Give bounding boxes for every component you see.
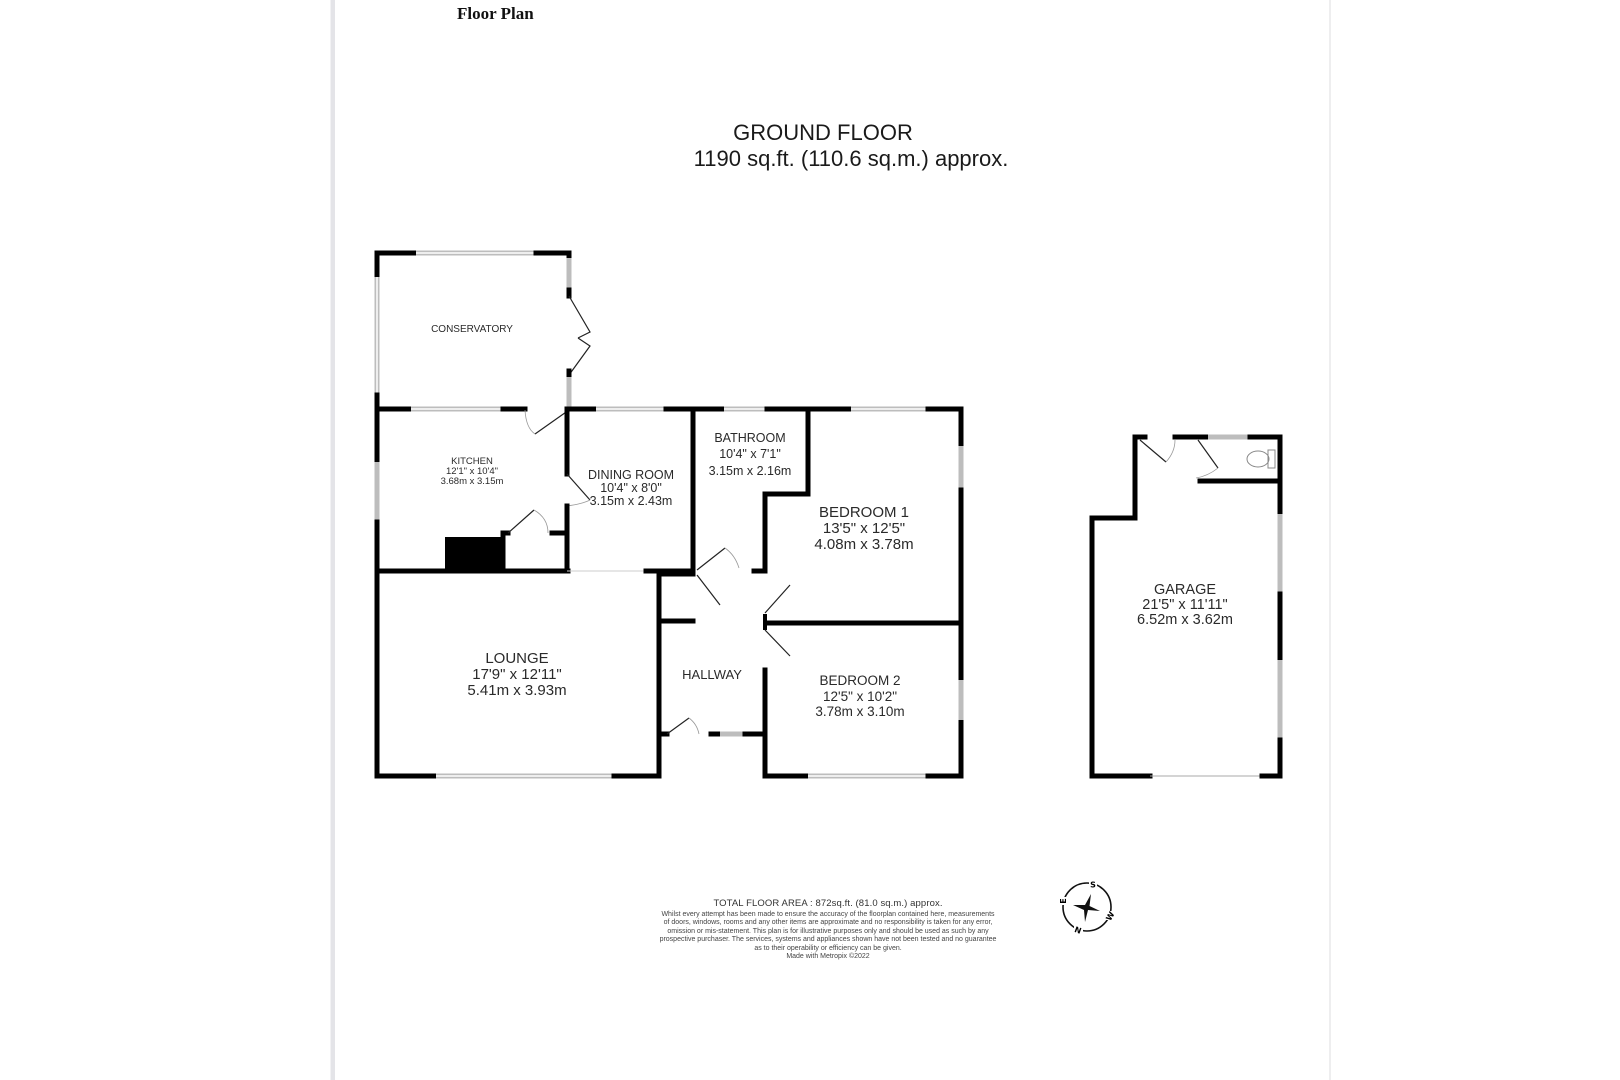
room-name: KITCHEN: [451, 456, 493, 467]
bedroom-2-walls: [762, 680, 964, 779]
disclaimer-line: as to their operability or efficiency ca…: [754, 944, 902, 952]
room-label-bathroom: BATHROOM 10'4" x 7'1" 3.15m x 2.16m: [709, 430, 792, 479]
kitchen-walls: [374, 406, 591, 574]
compass-label-w: W: [1104, 910, 1116, 922]
room-label-dining-room: DINING ROOM 10'4" x 8'0" 3.15m x 2.43m: [587, 468, 675, 509]
room-dimensions-metric: 3.68m x 3.15m: [440, 475, 504, 487]
room-dimensions-imperial: 12'5" x 10'2": [822, 688, 898, 704]
room-dimensions-imperial: 10'4" x 8'0": [600, 481, 662, 496]
compass-label-s: S: [1090, 881, 1096, 890]
room-dimensions-imperial: 13'5" x 12'5": [822, 519, 906, 537]
garage-walls: [1089, 434, 1283, 779]
room-dimensions-metric: 5.41m x 3.93m: [467, 681, 567, 699]
room-name: LOUNGE: [485, 650, 549, 667]
bathroom-walls: [690, 406, 811, 574]
room-dimensions-imperial: 21'5" x 11'11": [1142, 597, 1228, 614]
room-dimensions-imperial: 12'1" x 10'4": [445, 465, 499, 477]
room-dimensions-imperial: 10'4" x 7'1": [719, 447, 781, 462]
room-dimensions-metric: 3.15m x 2.16m: [708, 463, 792, 478]
disclaimer-line: of doors, windows, rooms and any other i…: [663, 919, 993, 927]
disclaimer-line: omission or mis-statement. This plan is …: [667, 927, 989, 935]
compass-label-n: N: [1073, 925, 1082, 936]
room-name: BEDROOM 1: [818, 504, 909, 521]
room-dimensions-metric: 6.52m x 3.62m: [1137, 612, 1233, 629]
floor-area: 1190 sq.ft. (110.6 sq.m.) approx.: [693, 146, 1009, 171]
page-edge-right: [1329, 0, 1331, 1080]
total-floor-area: TOTAL FLOOR AREA : 872sq.ft. (81.0 sq.m.…: [713, 898, 943, 909]
room-dimensions-metric: 4.08m x 3.78m: [814, 535, 914, 553]
room-name: BATHROOM: [714, 431, 786, 445]
room-name: CONSERVATORY: [431, 324, 513, 335]
hallway-walls: [656, 571, 768, 779]
bedroom-1-walls: [763, 406, 964, 779]
room-label-conservatory: CONSERVATORY: [431, 324, 513, 336]
plan-footer: TOTAL FLOOR AREA : 872sq.ft. (81.0 sq.m.…: [628, 898, 1028, 960]
disclaimer-line: Whilst every attempt has been made to en…: [661, 911, 995, 918]
room-dimensions-metric: 3.15m x 2.43m: [589, 494, 673, 509]
room-label-garage: GARAGE 21'5" x 11'11" 6.52m x 3.62m: [1137, 582, 1233, 629]
compass-label-e: E: [1059, 898, 1068, 903]
conservatory-walls: [374, 250, 591, 412]
room-label-lounge: LOUNGE 17'9" x 12'11" 5.41m x 3.93m: [467, 651, 566, 698]
document-title: Floor Plan: [457, 4, 534, 23]
compass-icon: S E W N: [1058, 878, 1117, 936]
room-label-hallway: HALLWAY: [682, 668, 742, 682]
dining-room-walls: [564, 406, 696, 574]
room-name: BEDROOM 2: [819, 673, 901, 688]
room-label-bedroom-1: BEDROOM 1 13'5" x 12'5" 4.08m x 3.78m: [814, 505, 913, 552]
floor-title: GROUND FLOOR: [733, 120, 913, 145]
room-dimensions-metric: 3.78m x 3.10m: [815, 704, 905, 720]
room-name: DINING ROOM: [587, 468, 675, 482]
room-label-kitchen: KITCHEN 12'1" x 10'4" 3.68m x 3.15m: [441, 457, 504, 487]
page-edge-left: [330, 0, 335, 1080]
lounge-walls: [374, 568, 662, 779]
room-dimensions-imperial: 17'9" x 12'11": [472, 665, 562, 683]
room-label-bedroom-2: BEDROOM 2 12'5" x 10'2" 3.78m x 3.10m: [815, 673, 904, 720]
disclaimer-line: prospective purchaser. The services, sys…: [659, 936, 997, 944]
room-name: HALLWAY: [682, 667, 742, 682]
room-name: GARAGE: [1153, 582, 1217, 598]
credit-line: Made with Metropix ©2022: [786, 953, 870, 961]
